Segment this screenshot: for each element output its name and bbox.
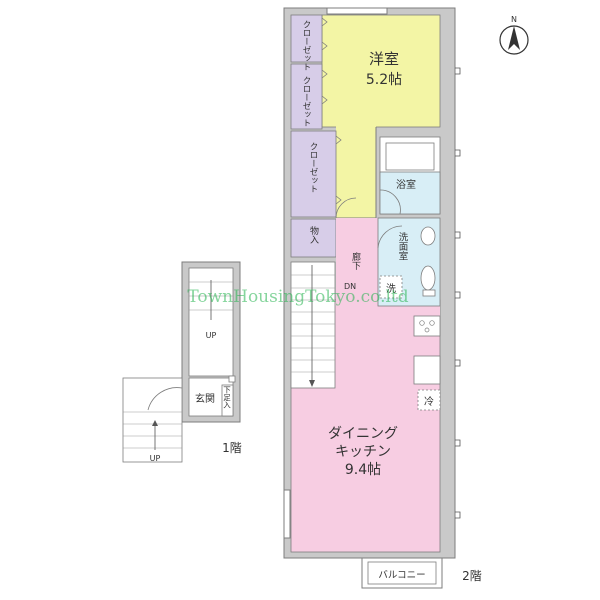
corridor-label: 廊下 [350, 251, 361, 271]
closet-large [290, 130, 337, 218]
stair-steps [291, 274, 335, 373]
balcony-label: バルコニー [378, 570, 425, 581]
washbasin [420, 226, 436, 246]
compass-north-label: N [511, 15, 517, 24]
dining-size-label: 9.4帖 [345, 462, 381, 478]
fridge-space [417, 389, 441, 411]
entrance-label: 玄関 [195, 392, 215, 405]
watermark-text: TownHousingTokyo.co.ltd [187, 287, 408, 307]
outside-stair-steps [123, 411, 182, 449]
closet-middle [290, 63, 323, 130]
dining-label-line1: ダイニング [328, 426, 398, 442]
western-room [321, 14, 441, 128]
shoe-storage [221, 384, 234, 417]
stairs-up-label: UP [206, 331, 217, 340]
washer-space [379, 275, 403, 299]
storage-label: 物入 [308, 225, 319, 244]
window-marks [283, 7, 388, 539]
storage-room [290, 218, 337, 258]
outside-up-label: UP [150, 454, 161, 463]
washer-label: 洗 [386, 283, 396, 295]
western-room-lower [336, 125, 376, 218]
dining-label-line2: キッチン [335, 444, 391, 460]
washroom-label: 洗面室 [397, 231, 409, 260]
stove [413, 315, 441, 337]
second-floor-label: 2階 [462, 568, 482, 583]
fridge-label: 冷 [424, 395, 434, 408]
dn-label: DN [344, 282, 356, 291]
western-room-label: 洋室 [369, 50, 399, 68]
door-swings [335, 189, 403, 249]
bathtub [385, 142, 435, 171]
first-floor-label: 1階 [222, 440, 242, 455]
second-floor-stairs [290, 261, 336, 389]
bath-floor [379, 171, 441, 215]
toilet [420, 265, 436, 291]
north-compass: N [499, 15, 529, 55]
bathroom-label: 浴室 [396, 178, 416, 191]
closet-top-label: クローゼット [301, 20, 311, 71]
closet-top [290, 14, 323, 63]
exterior-marks [455, 67, 461, 519]
outside-stairs [122, 377, 183, 463]
closet-middle-label: クローゼット [301, 76, 311, 127]
closet-large-label: クローゼット [308, 142, 318, 193]
western-room-size: 5.2帖 [366, 72, 402, 88]
kitchen-sink [413, 355, 441, 385]
shoe-storage-label: 下足入 [222, 386, 231, 409]
